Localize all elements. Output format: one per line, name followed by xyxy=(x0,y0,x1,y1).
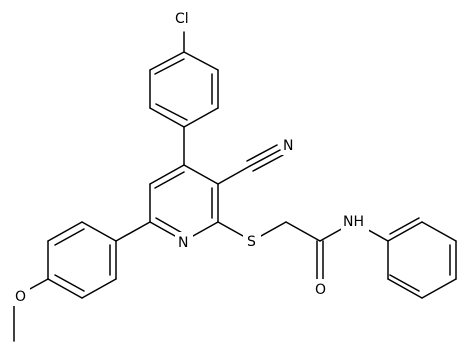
bond xyxy=(285,221,321,242)
bond xyxy=(252,154,284,172)
bond xyxy=(183,51,219,71)
bond xyxy=(387,278,423,299)
bond xyxy=(81,221,117,242)
bond xyxy=(27,278,49,291)
bond xyxy=(389,274,420,292)
bond xyxy=(47,278,83,299)
bond xyxy=(149,51,185,71)
bond xyxy=(154,58,185,75)
bond xyxy=(115,221,151,242)
bond xyxy=(249,149,281,167)
bond xyxy=(47,221,83,242)
bond xyxy=(155,217,185,235)
bond xyxy=(387,221,423,242)
bond xyxy=(421,221,457,242)
bond xyxy=(54,274,85,292)
sulfur-atom-label: S xyxy=(247,234,256,250)
bond xyxy=(421,278,457,299)
bond xyxy=(389,217,420,235)
pyridine-nitrogen-atom-label: N xyxy=(178,235,188,251)
chlorine-atom-label: Cl xyxy=(175,11,189,27)
bond xyxy=(154,171,185,189)
bond xyxy=(81,278,117,299)
bond xyxy=(183,164,219,185)
carbonyl-oxygen-atom-label: O xyxy=(315,282,326,298)
bond xyxy=(217,165,251,185)
bond xyxy=(149,164,185,185)
ether-oxygen-atom-label: O xyxy=(15,289,26,305)
bond xyxy=(149,107,185,128)
bond xyxy=(183,107,219,128)
atom-labels: Cl N N S O NH O xyxy=(12,8,369,306)
bond xyxy=(246,144,278,162)
bonds xyxy=(13,31,457,342)
nitrile-nitrogen-atom-label: N xyxy=(283,138,293,154)
amide-nitrogen-atom-label: NH xyxy=(343,214,364,230)
bond xyxy=(155,103,188,121)
bond xyxy=(54,228,85,246)
